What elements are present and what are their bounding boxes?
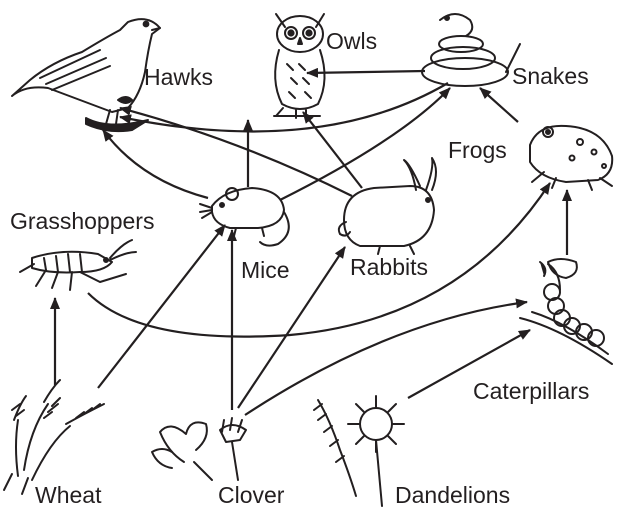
frogs-label: Frogs (448, 139, 507, 162)
snakes-label: Snakes (512, 65, 589, 88)
rabbit-illustration (339, 158, 436, 254)
grasshopper-illustration (20, 240, 136, 290)
arrow-snakes-to-hawks (120, 83, 448, 131)
mouse-illustration (200, 188, 289, 246)
wheat-label: Wheat (35, 484, 101, 507)
mice-label: Mice (241, 259, 290, 282)
rabbits-label: Rabbits (350, 256, 428, 279)
arrow-frogs-to-snakes (480, 88, 518, 122)
dandelion-illustration (314, 396, 404, 506)
wheat-illustration (4, 380, 104, 494)
caterpillars-label: Caterpillars (473, 380, 589, 403)
owls-label: Owls (326, 30, 377, 53)
arrow-rabbits-to-hawks (120, 108, 352, 196)
grasshoppers-label: Grasshoppers (10, 210, 154, 233)
arrow-mice-to-snakes (280, 88, 450, 200)
caterpillar-illustration (520, 259, 612, 364)
hawk-illustration (12, 19, 160, 131)
frog-illustration (530, 126, 612, 190)
owl-illustration (274, 14, 325, 118)
dandelions-label: Dandelions (395, 484, 510, 507)
arrow-mice-to-hawks (103, 130, 208, 198)
snake-illustration (422, 14, 520, 86)
hawks-label: Hawks (144, 66, 213, 89)
clover-illustration (152, 418, 246, 480)
clover-label: Clover (218, 484, 284, 507)
